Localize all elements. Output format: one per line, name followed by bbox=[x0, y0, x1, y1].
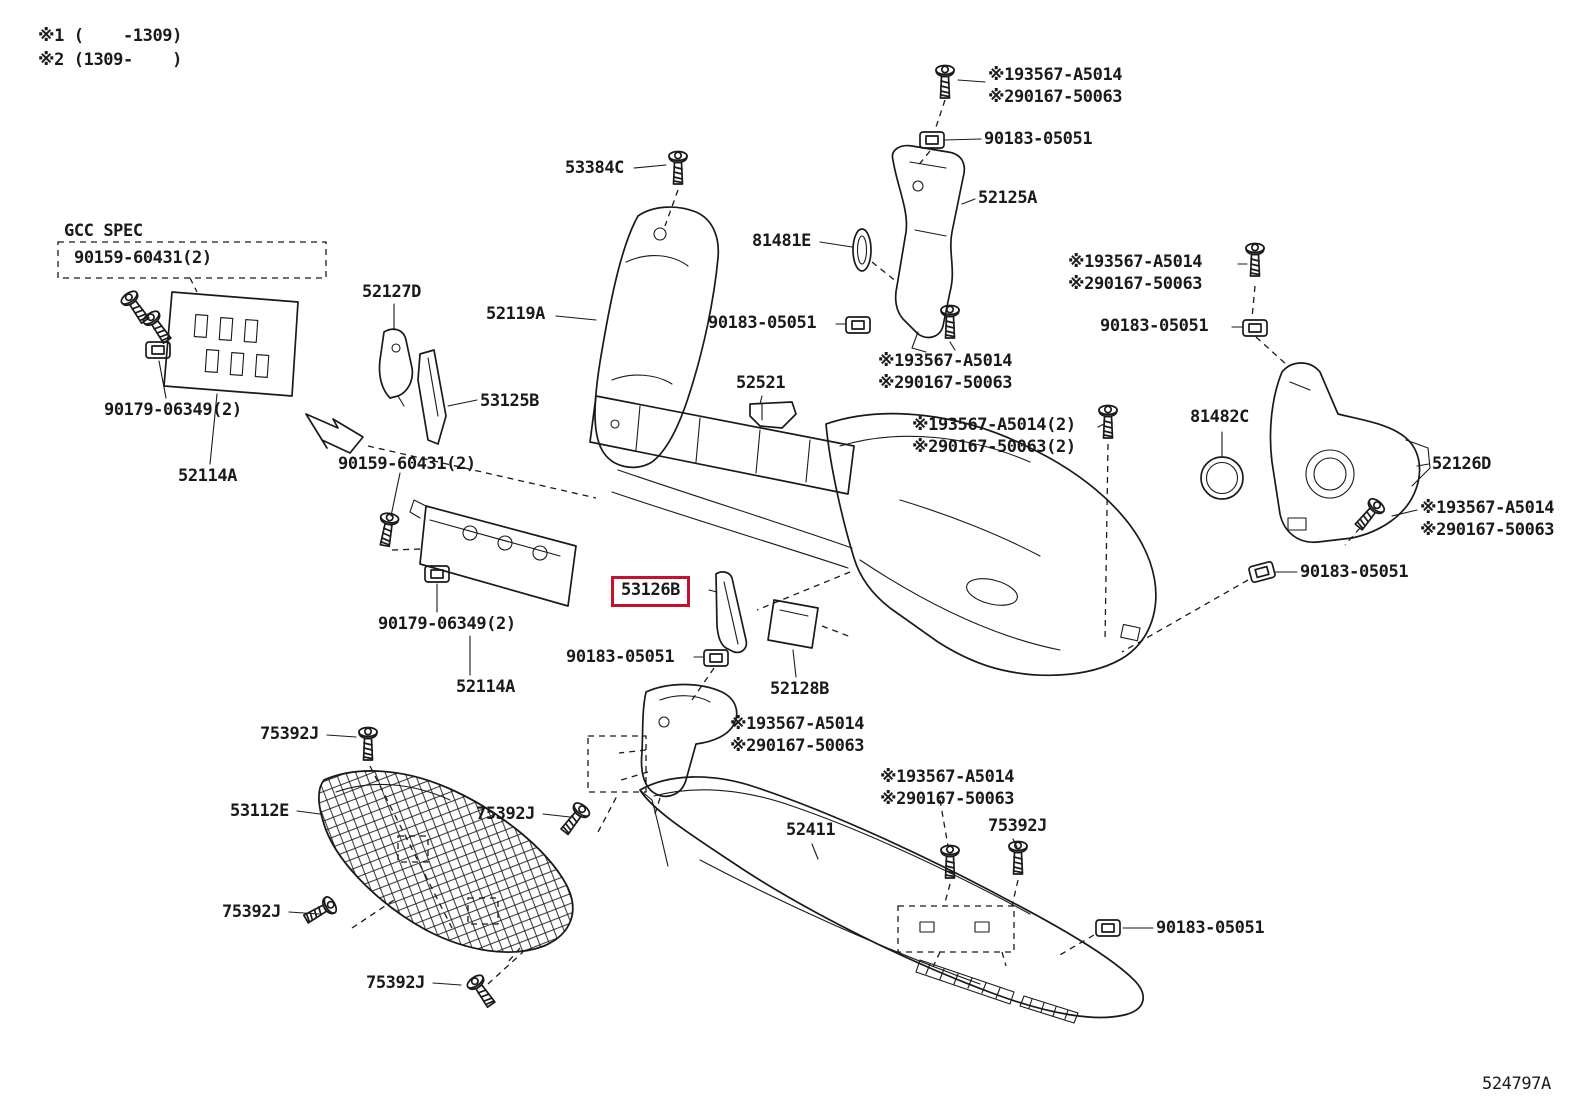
lower-valance-52411 bbox=[639, 776, 1144, 1024]
part-label[interactable]: 90183-05051 bbox=[984, 129, 1093, 149]
part-label[interactable]: 75392J bbox=[476, 804, 536, 824]
footnote-2: ※2 (1309- ) bbox=[38, 50, 182, 70]
part-label[interactable]: ※290167-50063 bbox=[988, 87, 1123, 107]
part-label[interactable]: 52125A bbox=[978, 188, 1038, 208]
part-label[interactable]: 75392J bbox=[260, 724, 320, 744]
assembly-dashed-lines bbox=[189, 99, 1361, 985]
part-label[interactable]: ※193567-A5014 bbox=[880, 767, 1015, 787]
part-label[interactable]: 52521 bbox=[736, 373, 786, 393]
bracket-52125A bbox=[891, 144, 966, 353]
part-label-highlighted[interactable]: 53126B bbox=[611, 576, 691, 607]
part-label[interactable]: 90183-05051 bbox=[1100, 316, 1209, 336]
part-label[interactable]: 90183-05051 bbox=[708, 313, 817, 333]
part-label[interactable]: 81481E bbox=[752, 231, 812, 251]
bumper-cover bbox=[825, 412, 1157, 677]
ring-81482C bbox=[1200, 456, 1244, 500]
part-label[interactable]: ※290167-50063(2) bbox=[912, 437, 1076, 457]
part-label[interactable]: 90159-60431(2) bbox=[74, 248, 212, 268]
part-label[interactable]: 52114A bbox=[456, 677, 516, 697]
part-label[interactable]: ※193567-A5014 bbox=[730, 714, 865, 734]
footnote-1: ※1 ( -1309) bbox=[38, 26, 182, 46]
part-label[interactable]: 90183-05051 bbox=[1156, 918, 1265, 938]
part-label[interactable]: 52114A bbox=[178, 466, 238, 486]
part-label[interactable]: GCC SPEC bbox=[64, 221, 143, 241]
part-label[interactable]: 90159-60431(2) bbox=[338, 454, 476, 474]
part-label[interactable]: 53112E bbox=[230, 801, 290, 821]
bracket-52521 bbox=[749, 401, 797, 429]
part-label[interactable]: 52411 bbox=[786, 820, 836, 840]
part-label[interactable]: ※290167-50063 bbox=[1068, 274, 1203, 294]
part-label[interactable]: ※290167-50063 bbox=[878, 373, 1013, 393]
part-label[interactable]: ※290167-50063 bbox=[880, 789, 1015, 809]
part-label[interactable]: 52126D bbox=[1432, 454, 1492, 474]
valance-mount-area bbox=[897, 905, 1015, 953]
seal-81481E bbox=[852, 228, 872, 272]
part-label[interactable]: 90179-06349(2) bbox=[104, 400, 242, 420]
part-label[interactable]: 75392J bbox=[988, 816, 1048, 836]
side-reinforcement-52114A bbox=[409, 499, 577, 607]
side-bracket-52126D bbox=[1269, 362, 1431, 543]
part-label[interactable]: ※290167-50063 bbox=[730, 736, 865, 756]
grille-53112E bbox=[318, 770, 574, 953]
part-label[interactable]: 52127D bbox=[362, 282, 422, 302]
part-label[interactable]: ※290167-50063 bbox=[1420, 520, 1555, 540]
part-label[interactable]: ※193567-A5014 bbox=[1420, 498, 1555, 518]
retainer-53126B bbox=[715, 571, 748, 654]
part-label[interactable]: ※193567-A5014 bbox=[1068, 252, 1203, 272]
part-label[interactable]: 53125B bbox=[480, 391, 540, 411]
lower-bracket bbox=[587, 683, 738, 798]
license-plate-bracket-gcc bbox=[57, 241, 327, 397]
diagram-code: 524797A bbox=[1482, 1074, 1551, 1094]
part-label[interactable]: 75392J bbox=[366, 973, 426, 993]
pad-52127D bbox=[378, 328, 414, 407]
part-label[interactable]: 81482C bbox=[1190, 407, 1250, 427]
part-label[interactable]: 90179-06349(2) bbox=[378, 614, 516, 634]
part-label[interactable]: ※193567-A5014 bbox=[988, 65, 1123, 85]
part-label[interactable]: 52128B bbox=[770, 679, 830, 699]
part-label[interactable]: 52119A bbox=[486, 304, 546, 324]
part-label[interactable]: 53384C bbox=[565, 158, 625, 178]
part-label[interactable]: 75392J bbox=[222, 902, 282, 922]
part-label[interactable]: 90183-05051 bbox=[1300, 562, 1409, 582]
pad-53125B bbox=[417, 349, 447, 445]
leader-lines bbox=[158, 79, 1430, 986]
part-label[interactable]: ※193567-A5014 bbox=[878, 351, 1013, 371]
direction-arrow bbox=[305, 413, 364, 454]
side-support-52119A bbox=[594, 206, 720, 469]
bumper-reinforcement bbox=[589, 395, 855, 569]
part-label[interactable]: ※193567-A5014(2) bbox=[912, 415, 1076, 435]
part-label[interactable]: 90183-05051 bbox=[566, 647, 675, 667]
cover-52128B bbox=[767, 599, 819, 649]
